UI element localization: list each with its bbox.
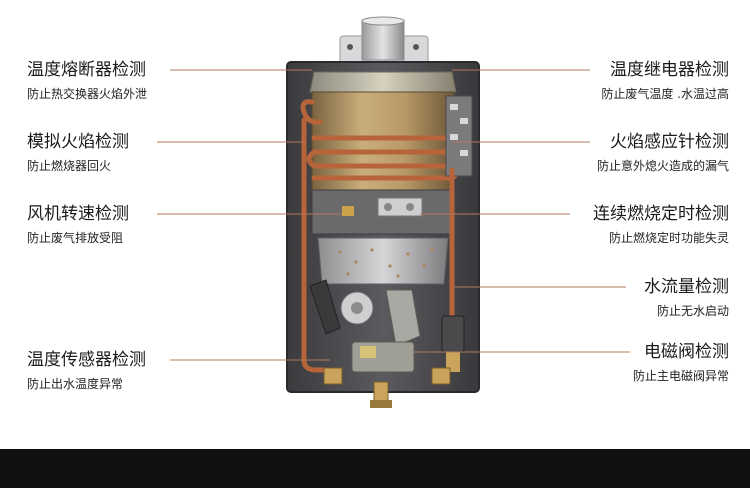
heat-exchanger [311, 91, 455, 191]
label-subtitle: 防止燃烧定时功能失灵 [608, 231, 729, 245]
label-thermal-relay: 温度继电器检测 防止废气温度 .水温过高 [601, 59, 729, 103]
label-title: 温度传感器检测 [27, 350, 146, 370]
label-title: 火焰感应针检测 [610, 132, 729, 152]
control-board [445, 95, 473, 177]
label-title: 温度熔断器检测 [27, 60, 146, 80]
label-temperature-sensor: 温度传感器检测 防止出水温度异常 [27, 349, 146, 393]
label-thermal-fuse: 温度熔断器检测 防止热交换器火焰外泄 [27, 59, 147, 103]
label-title: 连续燃烧定时检测 [593, 204, 729, 224]
label-subtitle: 防止废气温度 .水温过高 [601, 87, 729, 101]
leader-lines [157, 69, 630, 361]
exhaust-hood [309, 71, 457, 93]
label-title: 风机转速检测 [27, 204, 129, 224]
label-title: 电磁阀检测 [644, 342, 729, 362]
label-solenoid-valve: 电磁阀检测 防止主电磁阀异常 [633, 341, 729, 385]
fan-housing [317, 237, 449, 285]
label-subtitle: 防止燃烧器回火 [27, 159, 112, 173]
water-flow-sensor [441, 315, 465, 353]
label-flame-simulation: 模拟火焰检测 防止燃烧器回火 [27, 131, 129, 175]
label-subtitle: 防止无水启动 [656, 304, 729, 318]
label-continuous-burn-timer: 连续燃烧定时检测 防止燃烧定时功能失灵 [593, 203, 729, 247]
label-subtitle: 防止废气排放受阻 [27, 231, 124, 245]
label-subtitle: 防止主电磁阀异常 [632, 369, 729, 383]
label-title: 模拟火焰检测 [27, 132, 129, 152]
water-heater-illustration [157, 16, 630, 408]
label-water-flow: 水流量检测 防止无水启动 [644, 276, 729, 320]
label-subtitle: 防止意外熄火造成的漏气 [596, 159, 729, 173]
gas-valve [385, 289, 421, 347]
label-fan-speed: 风机转速检测 防止废气排放受阻 [27, 203, 129, 247]
label-title: 水流量检测 [644, 277, 729, 297]
bottom-bar [0, 449, 750, 488]
label-title: 温度继电器检测 [610, 60, 729, 80]
label-flame-sensor-pin: 火焰感应针检测 防止意外熄火造成的漏气 [597, 131, 729, 175]
exhaust-chimney [361, 19, 405, 61]
label-subtitle: 防止热交换器火焰外泄 [27, 87, 148, 101]
label-subtitle: 防止出水温度异常 [27, 377, 124, 391]
